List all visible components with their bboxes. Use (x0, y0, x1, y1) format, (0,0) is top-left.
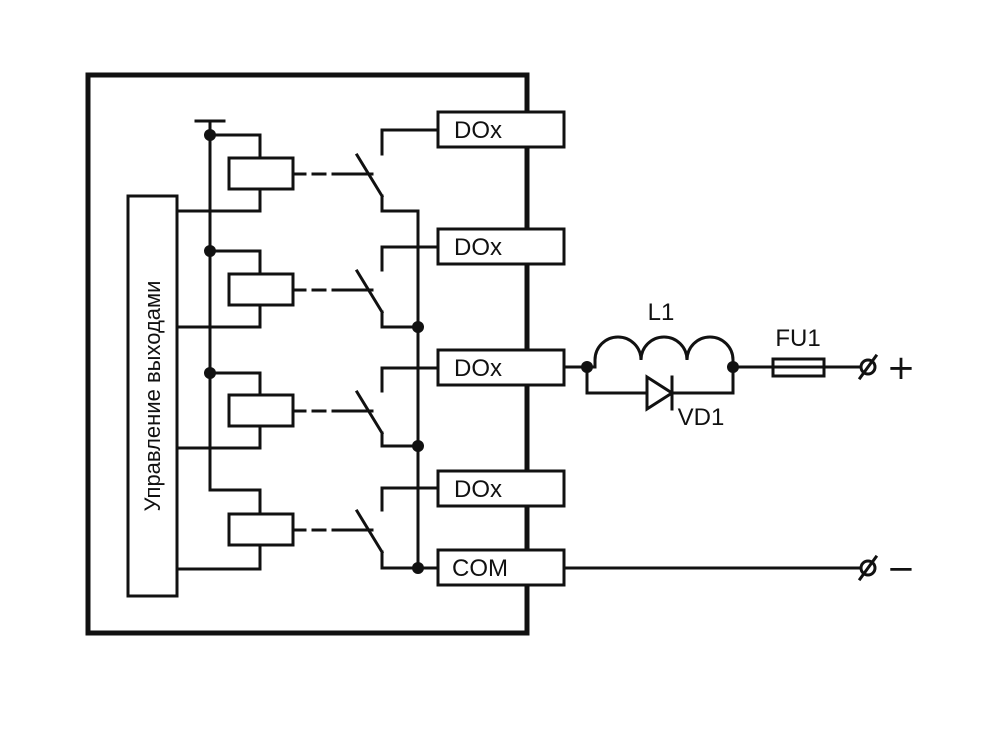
output-control-block (126, 194, 179, 598)
relay-channel-2 (175, 245, 440, 329)
terminal-label: DOx (454, 117, 502, 144)
load-circuit: L1 VD1 FU1 + − (562, 299, 916, 589)
common-bus (412, 209, 440, 574)
fuse-label: FU1 (775, 325, 820, 352)
relay-coil (227, 272, 295, 307)
plus-sign: + (887, 348, 916, 388)
relay-coil (227, 156, 295, 191)
diode-label: VD1 (678, 404, 725, 431)
relay-channel-4 (175, 486, 440, 571)
terminal-label: DOx (454, 476, 502, 503)
relay-contact (354, 389, 385, 436)
relay-channel-3 (175, 366, 440, 450)
output-control-label: Управление выходами (140, 281, 165, 512)
relay-channel-1 (175, 128, 440, 213)
inductor-label: L1 (648, 299, 675, 326)
terminal-do-4: DOx (436, 469, 566, 508)
relay-contact (354, 268, 385, 315)
minus-sign: − (887, 549, 916, 589)
terminal-do-1: DOx (436, 110, 566, 149)
diode (645, 374, 675, 412)
inductor (585, 335, 735, 369)
terminal-label: DOx (454, 355, 502, 382)
terminal-label: DOx (454, 234, 502, 261)
supply-rail (194, 119, 226, 492)
relay-contact (354, 152, 385, 199)
relay-coil (227, 512, 295, 547)
terminal-do-2: DOx (436, 227, 566, 266)
terminal-label: COM (452, 555, 508, 582)
relay-contact (354, 508, 385, 555)
terminal-com: COM (436, 548, 566, 587)
relay-coil (227, 393, 295, 428)
terminal-do-3: DOx (436, 348, 566, 387)
